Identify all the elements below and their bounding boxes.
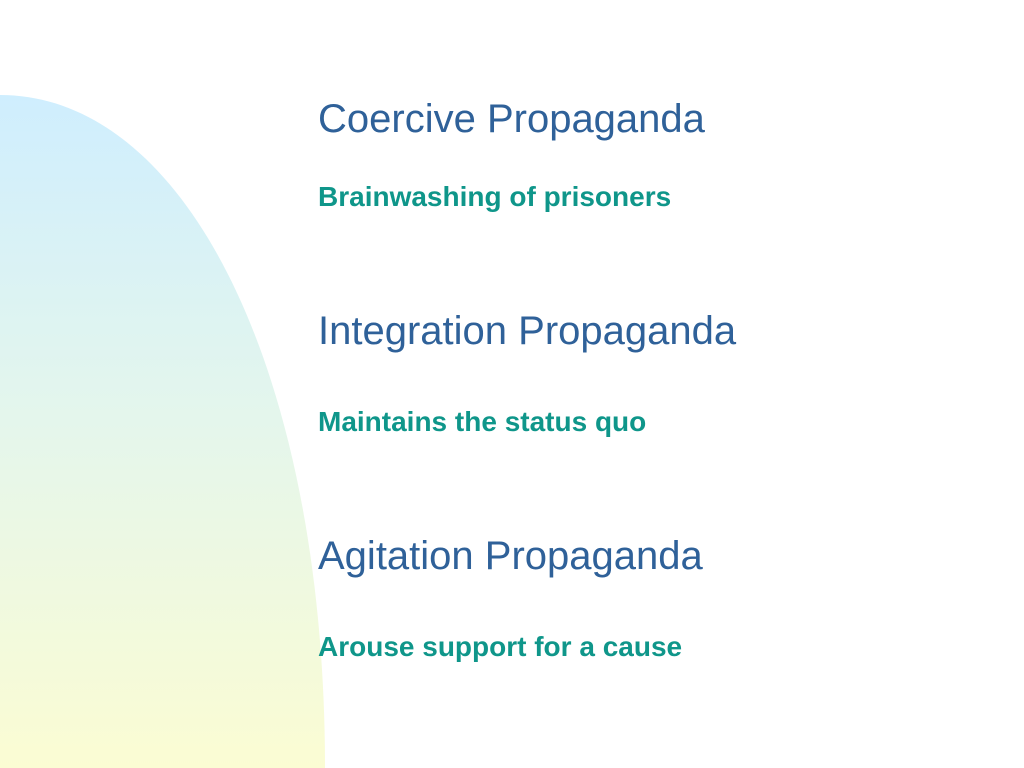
slide-content: Coercive Propaganda Brainwashing of pris… bbox=[318, 0, 1008, 768]
section-heading-integration: Integration Propaganda bbox=[318, 309, 737, 353]
section-description-integration: Maintains the status quo bbox=[318, 406, 647, 437]
section-heading-agitation: Agitation Propaganda bbox=[318, 534, 703, 578]
section-description-agitation: Arouse support for a cause bbox=[318, 631, 683, 662]
section-heading-coercive: Coercive Propaganda bbox=[318, 97, 705, 141]
section-description-coercive: Brainwashing of prisoners bbox=[318, 181, 672, 212]
